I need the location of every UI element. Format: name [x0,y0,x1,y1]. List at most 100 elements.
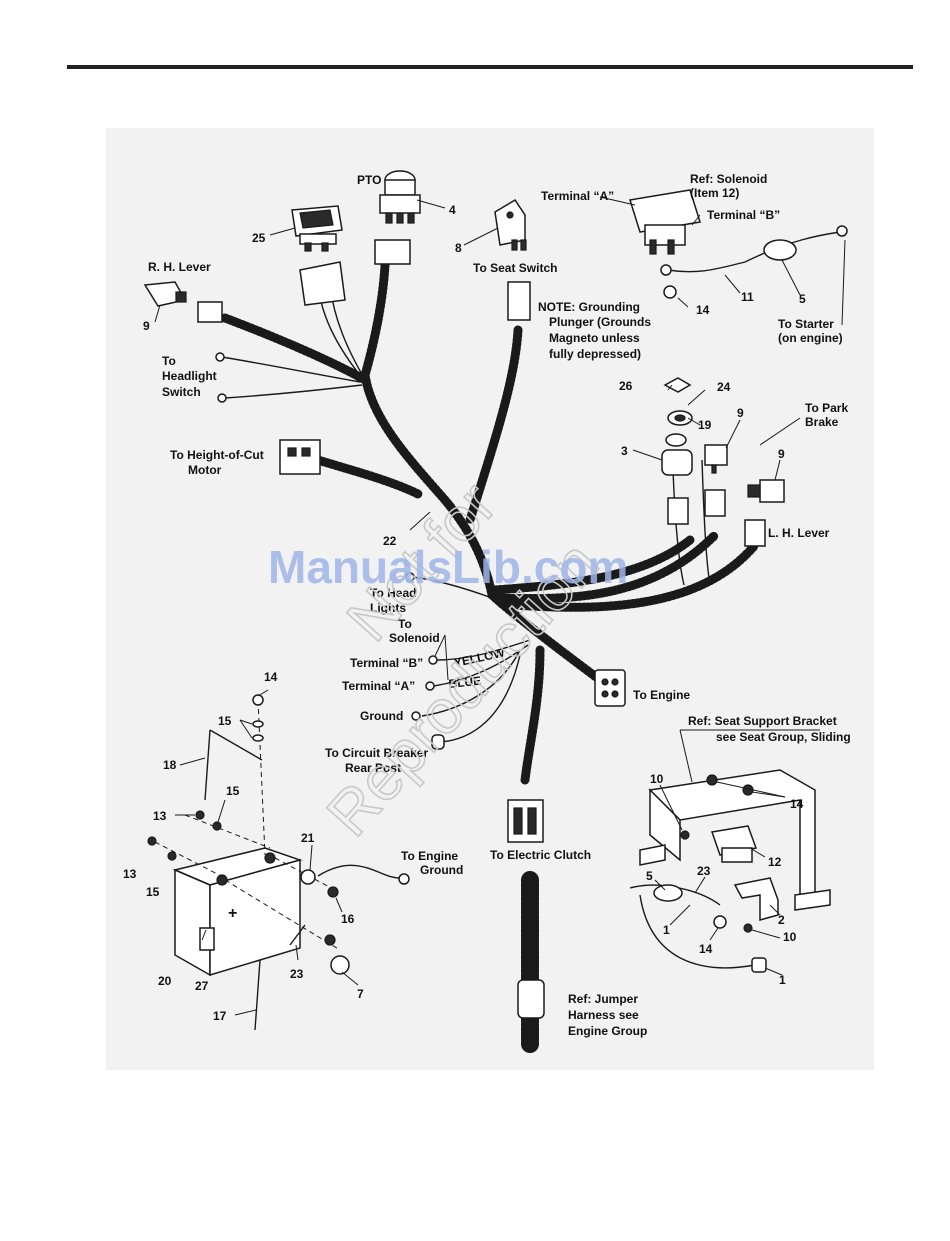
callout-13-top: 13 [153,809,167,823]
callout-8: 8 [455,241,462,255]
callout-3: 3 [621,444,628,458]
label-engine-ground-2: Ground [420,863,463,877]
label-terminal-a-mid: Terminal “A” [342,679,415,693]
assembly-line [257,699,266,856]
height-of-cut-connector-icon [279,439,321,475]
callout-9-park: 9 [737,406,744,420]
harness-connector-top [374,239,411,265]
lh-lever-switch-icon [747,479,785,503]
callout-7: 7 [357,987,364,1001]
label-ground: Ground [360,709,403,723]
label-hoc-1: To Height-of-Cut [170,448,264,462]
hold-down-bar [209,729,263,761]
label-headlight-2: Headlight [162,369,217,383]
label-circuit-breaker-2: Rear Post [345,761,401,775]
engine-connector-icon [594,669,626,707]
circuit-breaker-terminal [431,734,445,750]
callout-14-top: 14 [696,303,710,317]
ground-ring [411,711,421,721]
callout-14-lower: 14 [699,942,713,956]
terminal-nut [324,934,336,946]
callout-16: 16 [341,912,355,926]
label-engine-ground-1: To Engine [401,849,458,863]
hex-nut-icon [327,886,339,898]
callout-9-rh: 9 [143,319,150,333]
hold-down-rod [204,729,211,801]
label-to-engine: To Engine [633,688,690,702]
main-harness-loom [220,260,760,785]
solenoid-lower-icon [710,825,758,863]
terminal-boot-icon [330,955,350,975]
assembly-line [224,879,341,951]
park-brake-switch-icon [704,444,728,474]
label-to-seat-switch: To Seat Switch [473,261,557,275]
assembly-line [274,857,336,891]
label-terminal-b-top: Terminal “B” [707,208,780,222]
callout-18: 18 [163,758,177,772]
callout-22: 22 [383,534,397,548]
terminal-b-ring [428,655,438,665]
label-head-lights-2: Lights [370,601,406,615]
label-head-lights-1: To Head [370,586,416,600]
cover-icon [733,877,779,921]
solenoid-icon [629,189,701,255]
electric-clutch-connector-icon [507,799,544,843]
callout-12: 12 [768,855,782,869]
label-ref-solenoid: Ref: Solenoid [690,172,767,186]
leader-lines [154,196,846,1016]
hex-nut-icon [252,694,264,706]
starter-cable-icon [660,225,848,299]
callout-15-top: 15 [218,714,232,728]
seat-switch-icon [494,198,527,251]
callout-25: 25 [252,231,266,245]
jumper-harness-icon [517,871,545,1054]
washer-icon [212,821,222,831]
bolt-icon [680,830,690,840]
callout-24: 24 [717,380,731,394]
label-park-2: Brake [805,415,839,429]
label-to-electric-clutch: To Electric Clutch [490,848,591,862]
label-to-solenoid-2: Solenoid [389,631,440,645]
lh-lever-connector [744,519,766,547]
callout-1-lower: 1 [779,973,786,987]
callout-4: 4 [449,203,456,217]
label-park-1: To Park [805,401,848,415]
label-terminal-b-mid: Terminal “B” [350,656,423,670]
callout-5-lower: 5 [646,869,653,883]
note-line-2: Plunger (Grounds [549,315,651,329]
callout-26: 26 [619,379,633,393]
seat-support-bracket-icon [639,769,831,911]
label-seat-bracket-1: Ref: Seat Support Bracket [688,714,837,728]
label-headlight-3: Switch [162,385,201,399]
label-to-solenoid-1: To [398,617,412,631]
callout-14-batt: 14 [264,670,278,684]
battery-plus-symbol: + [228,905,237,922]
bolt-icon [743,923,753,933]
label-headlight-1: To [162,354,176,368]
label-lh-lever: L. H. Lever [768,526,830,540]
washer-icon [167,851,177,861]
label-item-12: (Item 12) [690,186,739,200]
header-rule [67,65,913,69]
assembly-line [154,841,226,879]
hex-nut-icon [713,915,727,929]
washer-icon [252,734,264,742]
ignition-switch-icon [661,377,693,476]
rh-lever-switch-icon [143,281,223,323]
ignition-connector [667,497,689,525]
label-hoc-2: Motor [188,463,222,477]
label-rh-lever: R. H. Lever [148,260,211,274]
callout-10-lower: 10 [783,930,797,944]
callout-19: 19 [698,418,712,432]
headlight-terminal [215,352,225,362]
washer-icon [252,720,264,728]
note-line-1: NOTE: Grounding [538,300,640,314]
callout-15-mid: 15 [226,784,240,798]
callout-1-upper: 1 [663,923,670,937]
label-blue-wire: BLUE [448,674,482,691]
label-jumper-2: Harness see [568,1008,639,1022]
bolt-icon [195,810,205,820]
seat-switch-connector [507,281,531,321]
bolt-icon [147,836,157,846]
callout-9-lh: 9 [778,447,785,461]
